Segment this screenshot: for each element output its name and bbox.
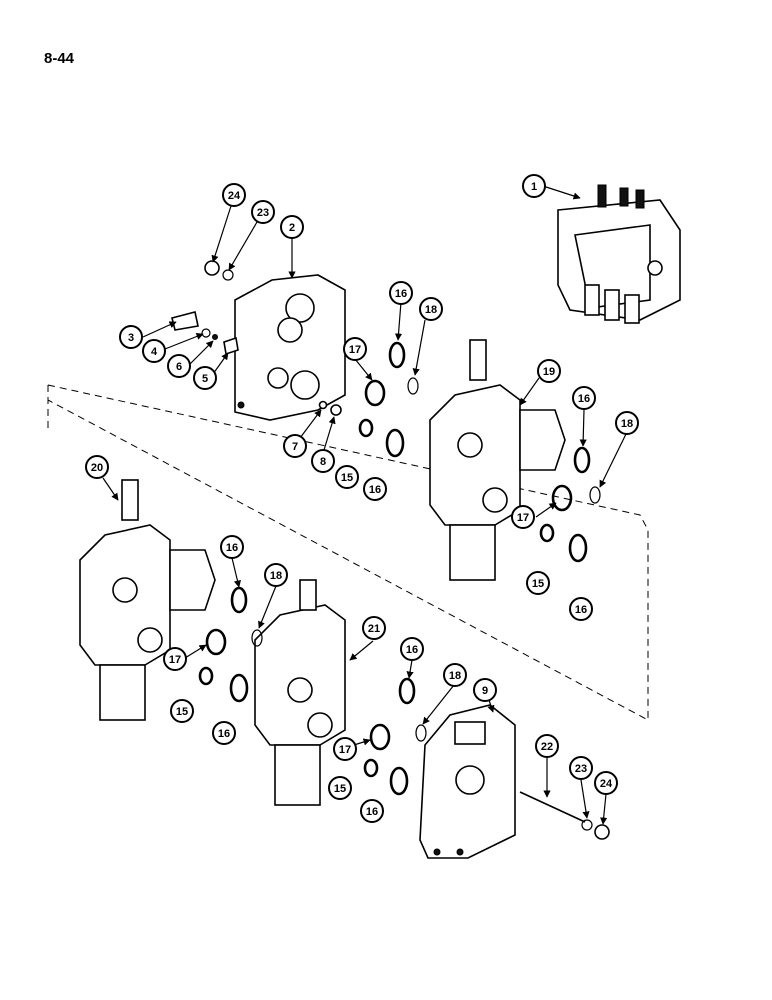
callout-label-15: 15 — [334, 783, 346, 795]
callout-24-b: 24 — [594, 771, 618, 795]
callout-18-c: 18 — [264, 563, 288, 587]
callout-label-16: 16 — [578, 393, 590, 405]
callout-label-2: 2 — [289, 222, 295, 234]
callout-15-c: 15 — [170, 699, 194, 723]
callout-15-a: 15 — [335, 465, 359, 489]
callout-label-9: 9 — [482, 685, 488, 697]
valve-assembly-part-1 — [557, 184, 681, 324]
callout-4: 4 — [142, 339, 166, 363]
callout-5: 5 — [193, 366, 217, 390]
callout-16-d: 16 — [569, 597, 593, 621]
callout-label-16: 16 — [406, 644, 418, 656]
callout-3: 3 — [119, 325, 143, 349]
callout-label-15: 15 — [176, 706, 188, 718]
callout-label-17: 17 — [349, 344, 361, 356]
callout-label-16: 16 — [575, 604, 587, 616]
callout-label-7: 7 — [292, 441, 298, 453]
callout-label-23: 23 — [257, 207, 269, 219]
callout-8: 8 — [311, 449, 335, 473]
assembly-boundary — [47, 384, 649, 721]
callout-21: 21 — [362, 616, 386, 640]
callout-label-16: 16 — [366, 806, 378, 818]
callout-23-b: 23 — [569, 756, 593, 780]
callout-label-18: 18 — [425, 304, 437, 316]
callout-18-a: 18 — [419, 297, 443, 321]
leader-lines — [102, 185, 627, 825]
callout-18-b: 18 — [615, 411, 639, 435]
o-rings — [198, 341, 601, 796]
callout-label-6: 6 — [176, 361, 182, 373]
callout-16-f: 16 — [212, 721, 236, 745]
callout-label-17: 17 — [169, 654, 181, 666]
callout-2: 2 — [280, 215, 304, 239]
callout-label-19: 19 — [543, 366, 555, 378]
callout-15-d: 15 — [328, 776, 352, 800]
callout-label-16: 16 — [369, 484, 381, 496]
callout-17-a: 17 — [343, 337, 367, 361]
callout-label-15: 15 — [341, 472, 353, 484]
callout-label-8: 8 — [320, 456, 326, 468]
callout-label-4: 4 — [151, 346, 158, 358]
end-plate-part-2 — [234, 274, 346, 421]
stud-and-nut-hardware — [204, 260, 610, 840]
callout-label-17: 17 — [339, 744, 351, 756]
callout-label-16: 16 — [226, 542, 238, 554]
callout-label-16: 16 — [218, 728, 230, 740]
callout-23-a: 23 — [251, 200, 275, 224]
callout-17-b: 17 — [511, 505, 535, 529]
callout-22: 22 — [535, 734, 559, 758]
callout-label-18: 18 — [270, 570, 282, 582]
callout-17-d: 17 — [333, 737, 357, 761]
callout-16-h: 16 — [360, 799, 384, 823]
callout-label-24: 24 — [228, 190, 241, 202]
callout-19: 19 — [537, 359, 561, 383]
callout-20: 20 — [85, 455, 109, 479]
end-plate-part-9 — [419, 704, 516, 859]
callout-16-b: 16 — [363, 477, 387, 501]
callout-15-b: 15 — [526, 571, 550, 595]
callout-label-3: 3 — [128, 332, 134, 344]
valve-section-part-19 — [429, 339, 566, 581]
callout-label-23: 23 — [575, 763, 587, 775]
callout-label-16: 16 — [395, 288, 407, 300]
callout-label-21: 21 — [368, 623, 380, 635]
valve-section-part-21 — [254, 579, 346, 806]
callout-label-18: 18 — [621, 418, 633, 430]
callout-label-22: 22 — [541, 741, 553, 753]
callout-18-d: 18 — [443, 663, 467, 687]
page-number: 8-44 — [44, 50, 75, 67]
callout-7: 7 — [283, 434, 307, 458]
callout-label-18: 18 — [449, 670, 461, 682]
callout-label-17: 17 — [517, 512, 529, 524]
valve-section-part-20 — [79, 479, 216, 721]
callout-label-5: 5 — [202, 373, 208, 385]
callout-1: 1 — [522, 174, 546, 198]
callout-16-a: 16 — [389, 281, 413, 305]
callout-6: 6 — [167, 354, 191, 378]
callout-16-e: 16 — [220, 535, 244, 559]
callout-label-1: 1 — [531, 181, 537, 193]
callout-label-20: 20 — [91, 462, 103, 474]
callout-17-c: 17 — [163, 647, 187, 671]
callout-16-g: 16 — [400, 637, 424, 661]
callout-label-24: 24 — [600, 778, 613, 790]
callout-24-a: 24 — [222, 183, 246, 207]
callout-16-c: 16 — [572, 386, 596, 410]
callout-label-15: 15 — [532, 578, 544, 590]
callout-9: 9 — [473, 678, 497, 702]
